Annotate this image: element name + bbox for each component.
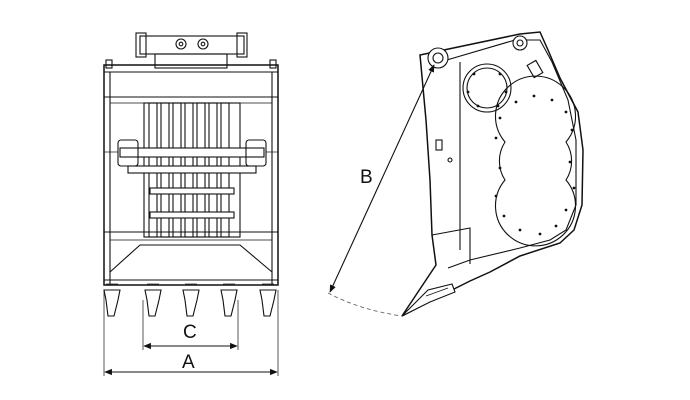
bucket-frame: [103, 59, 279, 286]
dimension-c: C: [142, 300, 239, 350]
front-view: C A: [103, 32, 279, 376]
rotation-arc: [327, 292, 403, 317]
bucket-teeth: [103, 283, 277, 317]
drive-covers: [462, 63, 576, 247]
mount-bracket: [135, 32, 248, 69]
dimension-b: B: [329, 64, 435, 293]
dimension-b-label: B: [360, 167, 373, 188]
dimension-c-label: C: [183, 322, 197, 343]
dimension-a-label: A: [182, 352, 195, 373]
dimension-a: A: [103, 290, 279, 376]
side-view: B: [327, 31, 584, 317]
screen-rotors: [104, 102, 278, 238]
